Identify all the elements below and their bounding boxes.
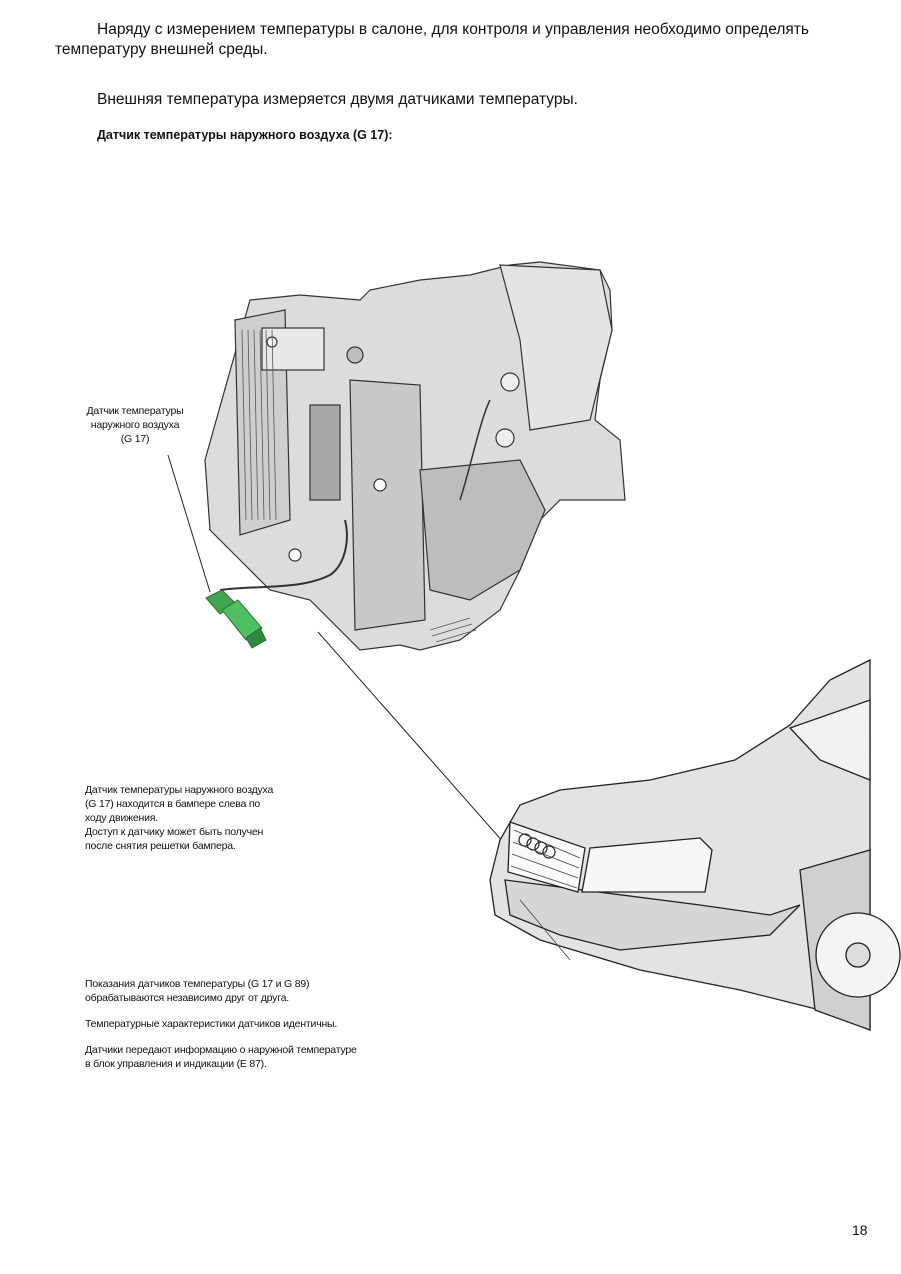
callout-leader-line [167,454,211,593]
section-subheading: Датчик температуры наружного воздуха (G … [97,128,393,142]
page-number: 18 [852,1222,868,1238]
car-front-illustration [489,658,901,1031]
outside-temperature-sensor-g17 [205,589,267,649]
note-identical-characteristics: Температурные характеристики датчиков ид… [85,1018,338,1030]
intro-paragraph: Наряду с измерением температуры в салоне… [55,21,809,58]
note-data-transfer: Датчики передают информацию о наружной т… [85,1044,357,1070]
sensor-count-paragraph: Внешняя температура измеряется двумя дат… [97,91,578,108]
engine-bay-detail [204,261,626,651]
radiator-fins [241,329,477,643]
grille-lines [510,829,581,961]
connector-line [317,631,513,853]
note-independent-readings: Показания датчиков температуры (G 17 и G… [85,978,310,1004]
sensor-notes: Показания датчиков температуры (G 17 и G… [85,977,425,1083]
sensor-location-description: Датчик температуры наружного воздуха (G … [85,784,274,852]
sensor-callout-label: Датчик температуры наружного воздуха (G … [86,405,184,445]
